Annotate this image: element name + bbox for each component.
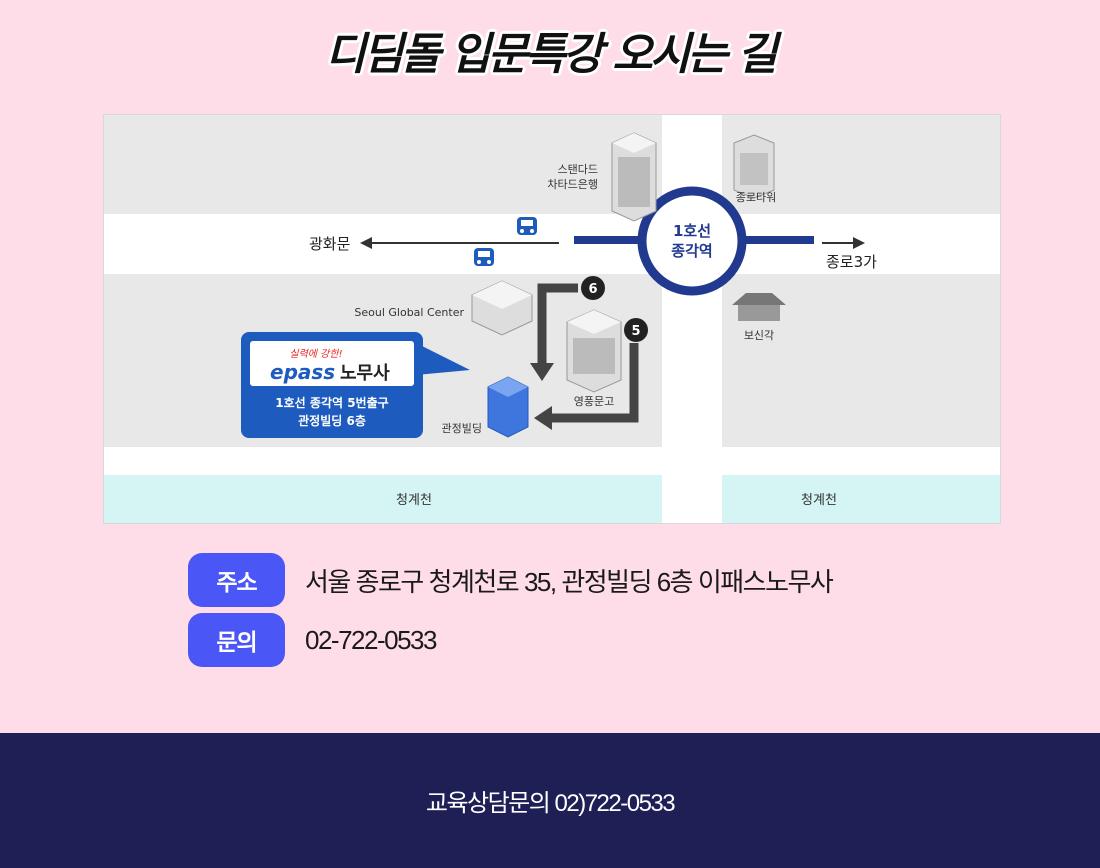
epass-callout: 실력에 강한! epass 노무사 1호선 종각역 5번출구 관정빌딩 6층 [241, 332, 470, 438]
stream-right-label: 청계천 [801, 493, 837, 508]
building-youngpoong-icon [566, 309, 622, 393]
footer-contact-text[interactable]: 교육상담문의 02)722-0533 [425, 790, 676, 817]
bus-icon [474, 248, 494, 266]
callout-brand: epass [270, 360, 335, 384]
contact-badge: 문의 [188, 613, 285, 667]
contact-row: 문의 02-722-0533 [188, 613, 437, 667]
contact-value[interactable]: 02-722-0533 [305, 624, 437, 655]
bus-icon [517, 217, 537, 235]
callout-brand-suffix: 노무사 [340, 363, 390, 384]
west-direction-label: 광화문 [309, 235, 351, 253]
exit-5-marker [624, 318, 648, 342]
lower-road [104, 447, 1000, 475]
exit-6-arrowhead [530, 363, 554, 381]
stream-left [104, 475, 662, 523]
exit-6-label: 6 [588, 282, 597, 297]
callout-line2: 관정빌딩 6층 [298, 413, 366, 428]
building-bosingak-label: 보신각 [744, 329, 774, 342]
footer-bar: 교육상담문의 02)722-0533 [0, 733, 1100, 868]
address-value: 서울 종로구 청계천로 35, 관정빌딩 6층 이패스노무사 [305, 566, 834, 597]
building-seoul-global-icon [471, 280, 533, 336]
address-badge: 주소 [188, 553, 285, 607]
building-bosingak-icon [732, 293, 786, 321]
building-gwanjeong-label: 관정빌딩 [442, 422, 482, 435]
stream-left-label: 청계천 [396, 493, 432, 508]
location-map: 청계천 청계천 1호선 종각역 광화문 종로3가 스탠다드 차타드은행 [103, 114, 1001, 524]
exit-6-marker [581, 276, 605, 300]
building-standard-label-1: 스탠다드 [558, 163, 598, 176]
exit-6-route [537, 283, 578, 367]
exit-5-label: 5 [631, 324, 640, 339]
station-line-label: 1호선 [673, 222, 711, 240]
building-youngpoong-label: 영풍문고 [574, 395, 614, 408]
stream-right [722, 475, 1000, 523]
page-title: 디딤돌 입문특강 오시는 길 [325, 29, 777, 80]
building-standard-icon [611, 132, 657, 222]
callout-tagline: 실력에 강한! [289, 348, 342, 360]
address-row: 주소 서울 종로구 청계천로 35, 관정빌딩 6층 이패스노무사 [188, 553, 834, 607]
callout-line1: 1호선 종각역 5번출구 [275, 395, 388, 410]
building-standard-label-2: 차타드은행 [547, 178, 598, 191]
building-jongno-tower-label: 종로타워 [736, 191, 776, 204]
station-name-label: 종각역 [671, 242, 712, 260]
station-circle [637, 186, 747, 296]
building-gwanjeong-icon [487, 376, 529, 438]
exit-5-arrowhead [534, 406, 552, 430]
building-jongno-tower-icon [733, 134, 775, 199]
exit-5-route [548, 343, 639, 423]
building-seoul-global-label: Seoul Global Center [354, 306, 464, 319]
east-direction-label: 종로3가 [826, 253, 877, 271]
